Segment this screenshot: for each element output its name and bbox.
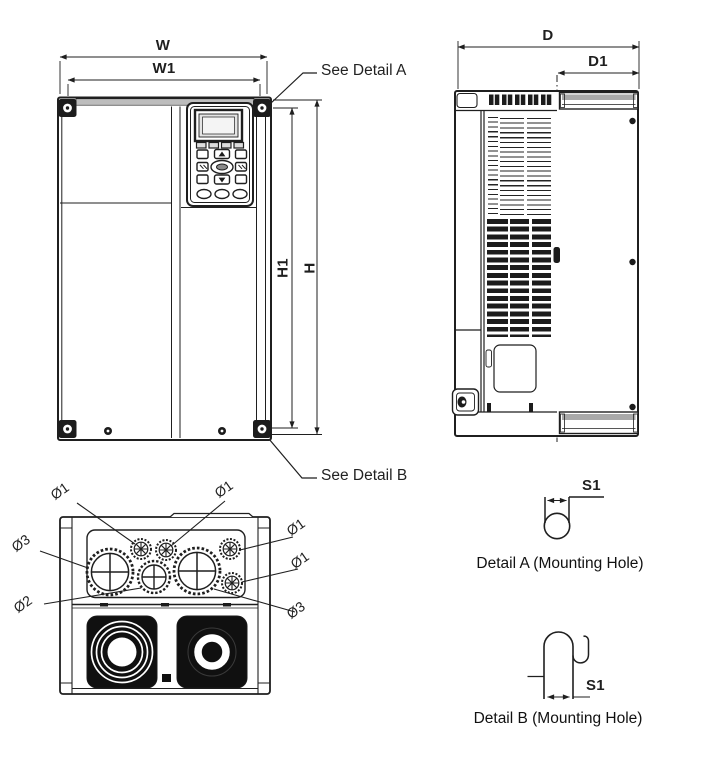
dim-label-d: D [542, 27, 554, 44]
side-bottom-connector [451, 388, 480, 416]
side-vent-lower-col2 [510, 219, 529, 337]
detail-b-s1-label: S1 [586, 677, 605, 694]
dim-label-d1: D1 [588, 53, 608, 70]
side-label-area [493, 344, 537, 393]
front-view [57, 54, 322, 479]
bottom-view [39, 500, 299, 695]
keypad-screen [193, 108, 244, 143]
side-vent-lower-col1 [487, 219, 508, 337]
conduit-holes-dia1 [130, 538, 243, 594]
side-vent-upper-col3 [527, 118, 551, 215]
dim-label-h: H [301, 262, 319, 274]
see-detail-a-leader [269, 72, 317, 105]
see-detail-b-label: See Detail B [321, 467, 408, 484]
detail-b-caption: Detail B (Mounting Hole) [473, 710, 643, 727]
fan-right [176, 615, 248, 689]
dim-label-h1: H1 [274, 258, 292, 278]
detail-b-figure [527, 631, 590, 700]
keypad-buttons [196, 148, 248, 200]
detail-a-s1-label: S1 [582, 477, 601, 494]
dim-label-w: W [155, 37, 171, 54]
front-panel-lines [60, 106, 266, 438]
front-dim-lines [59, 54, 322, 435]
see-detail-a-label: See Detail A [321, 62, 407, 79]
keypad-function-keys [195, 141, 245, 149]
side-clip [553, 247, 560, 263]
see-detail-b-leader [268, 438, 317, 479]
detail-a-figure [543, 496, 604, 540]
bottom-mounting-bracket [558, 411, 639, 435]
side-top-vents [489, 94, 552, 105]
dim-label-w1: W1 [152, 60, 176, 77]
side-top-cap [456, 92, 478, 109]
conduit-hole-dia3-left [85, 547, 135, 597]
side-screw-icon [629, 117, 636, 411]
bottom-ear-lines [60, 517, 270, 694]
conduit-hole-dia3-right [172, 546, 222, 596]
side-vent-upper-col2 [500, 118, 524, 215]
side-vent-lower-col3 [531, 219, 551, 337]
fan-left [86, 615, 158, 689]
conduit-hole-dia2 [136, 559, 172, 595]
keypad [186, 102, 254, 207]
mounting-tab-icon [58, 99, 271, 438]
hole-leader-lines [39, 500, 299, 613]
top-mounting-bracket [558, 91, 639, 110]
detail-a-caption: Detail A (Mounting Hole) [476, 555, 644, 572]
side-vent-upper-col1 [488, 117, 498, 215]
front-screw-icon [104, 427, 226, 435]
side-panel-lines [455, 109, 557, 413]
